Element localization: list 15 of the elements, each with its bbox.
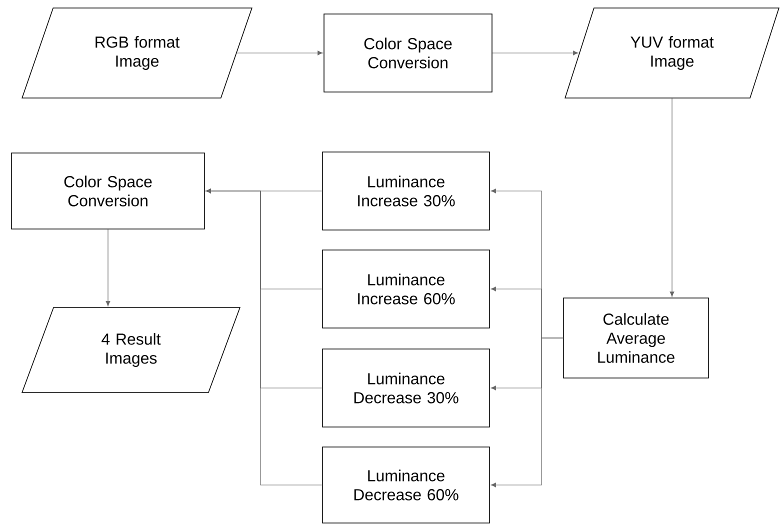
arrow [490,338,564,488]
data-parallelogram: RGB format Image [22,8,252,98]
arrow [206,188,322,486]
process-box: Luminance Decrease 30% [322,348,490,428]
process-box: Calculate Average Luminance [563,298,709,378]
arrow [670,98,674,297]
process-box: Color Space Conversion [324,14,492,92]
arrow [492,50,578,56]
process-box: Luminance Increase 60% [322,250,490,328]
process-box: Luminance Decrease 60% [322,446,490,524]
data-parallelogram: YUV format Image [564,8,780,98]
arrow [106,229,110,306]
process-box: Luminance Increase 30% [322,152,490,230]
process-box: Color Space Conversion [11,152,205,230]
arrow [236,50,323,56]
